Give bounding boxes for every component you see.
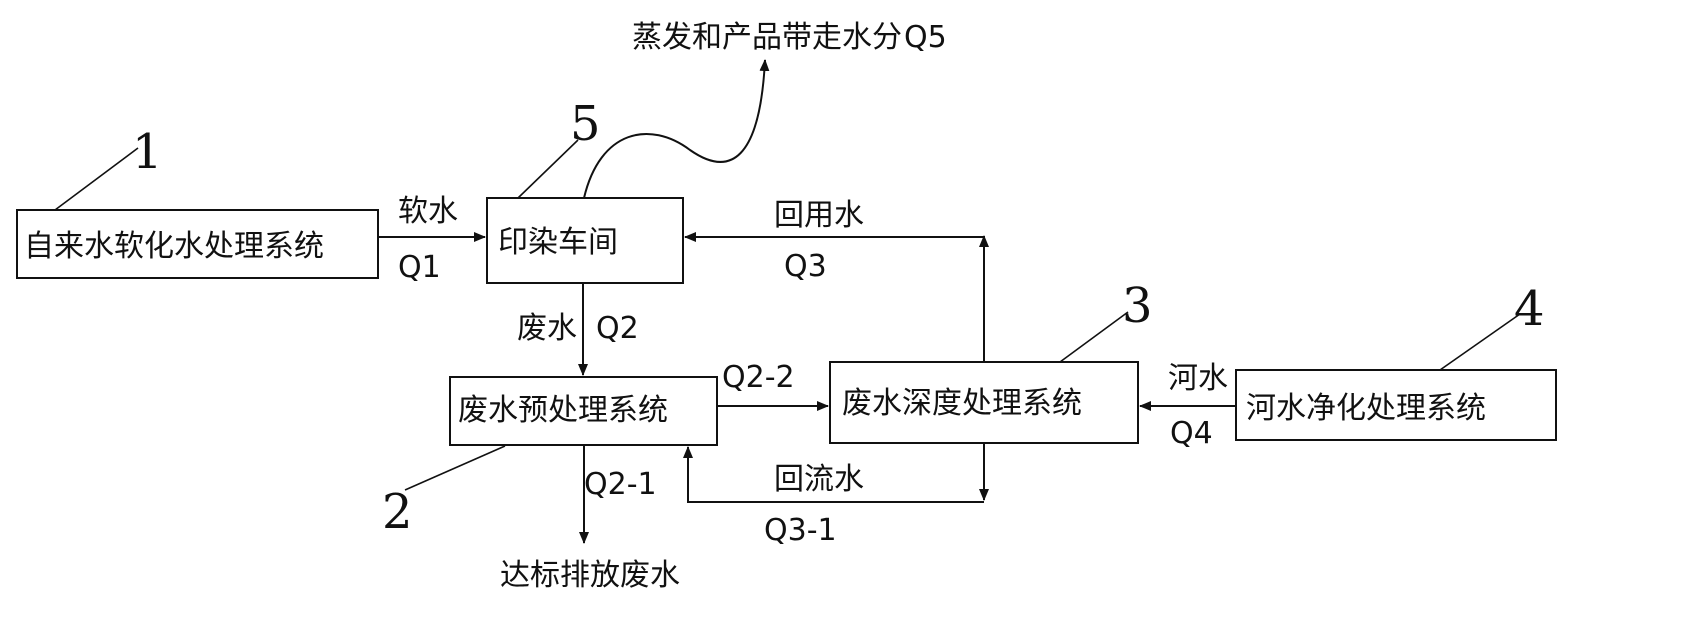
label-q1: Q1 [398,250,441,285]
node-dyeing-workshop: 印染车间 [486,197,684,284]
label-soft-water: 软水 [398,194,458,229]
node-river-purification-label: 河水净化处理系统 [1246,391,1486,426]
label-discharge: 达标排放废水 [500,558,680,593]
leader-node-5 [517,139,579,199]
node-pretreatment: 废水预处理系统 [449,376,718,446]
number-node-4: 4 [1514,281,1545,337]
label-q4: Q4 [1170,416,1213,451]
label-q2-1: Q2-1 [584,467,657,502]
label-wastewater: 废水 [517,311,577,346]
node-advanced-treatment-label: 废水深度处理系统 [842,386,1082,421]
number-node-5: 5 [570,96,601,152]
leader-node-3 [1059,311,1129,363]
node-pretreatment-label: 废水预处理系统 [458,393,668,428]
node-tap-softening: 自来水软化水处理系统 [16,209,379,279]
label-q5: Q5 [904,20,947,55]
node-advanced-treatment: 废水深度处理系统 [829,361,1139,444]
leader-node-2 [404,445,506,491]
label-q2: Q2 [596,311,639,346]
flow-evaporation-arrow [583,59,770,199]
label-recycled-water: 回用水 [774,198,864,233]
node-dyeing-workshop-label: 印染车间 [498,225,618,260]
label-return-water: 回流水 [774,462,864,497]
leader-node-4 [1439,313,1521,371]
label-q2-2: Q2-2 [722,360,795,395]
leader-node-1 [54,147,139,211]
number-node-3: 3 [1122,278,1153,334]
number-node-2: 2 [382,484,413,540]
label-river-water: 河水 [1168,361,1228,396]
node-river-purification: 河水净化处理系统 [1235,369,1557,441]
label-evaporation: 蒸发和产品带走水分 [632,20,902,55]
node-tap-softening-label: 自来水软化水处理系统 [24,229,324,264]
label-q3-1: Q3-1 [764,513,837,548]
flow-return-water-arrow [683,446,984,503]
label-q3: Q3 [784,249,827,284]
number-node-1: 1 [132,124,163,180]
